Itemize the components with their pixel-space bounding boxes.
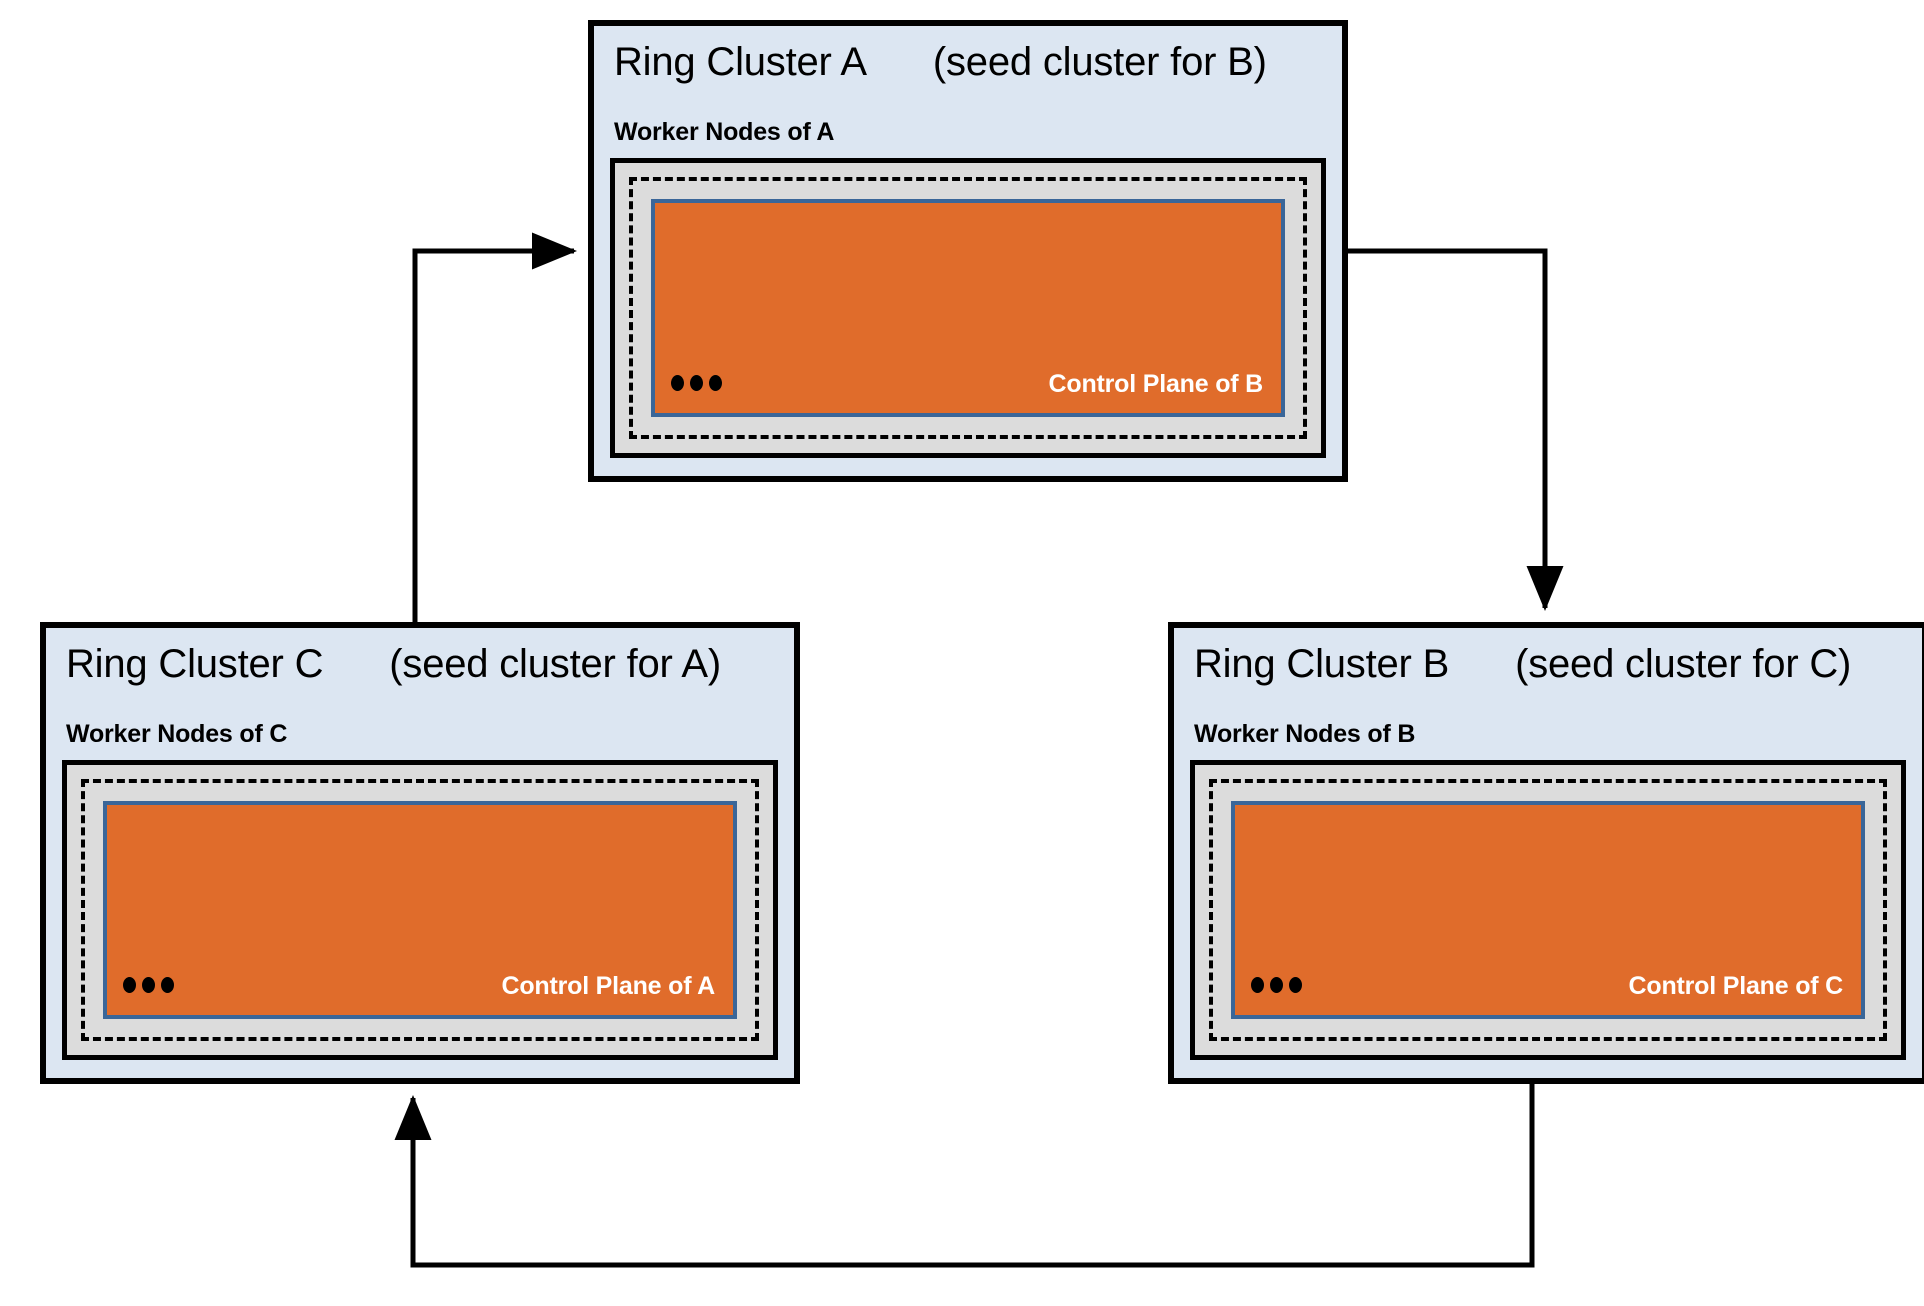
cluster-c-dashed-boundary: Control Plane of A — [81, 779, 759, 1041]
ring-cluster-b[interactable]: Ring Cluster B (seed cluster for C) Work… — [1168, 622, 1924, 1084]
cluster-a-name: Ring Cluster A — [614, 40, 867, 84]
cluster-a-control-plane-box[interactable]: Control Plane of B — [651, 199, 1285, 417]
cluster-a-control-plane-label: Control Plane of B — [1048, 370, 1264, 398]
cluster-b-control-plane-box[interactable]: Control Plane of C — [1231, 801, 1865, 1019]
cluster-b-control-plane-label: Control Plane of C — [1628, 972, 1844, 1000]
cluster-c-name: Ring Cluster C — [66, 642, 324, 686]
cluster-c-ellipsis-icon — [123, 977, 174, 993]
cluster-c-worker-nodes-label: Worker Nodes of C — [66, 720, 288, 748]
cluster-b-seed-note: (seed cluster for C) — [1515, 642, 1852, 686]
ring-cluster-a[interactable]: Ring Cluster A (seed cluster for B) Work… — [588, 20, 1348, 482]
cluster-b-title: Ring Cluster B (seed cluster for C) — [1194, 642, 1912, 687]
cluster-a-seed-note: (seed cluster for B) — [932, 40, 1267, 84]
cluster-b-ellipsis-icon — [1251, 977, 1302, 993]
cluster-a-worker-nodes-box: Control Plane of B — [610, 158, 1326, 458]
ring-cluster-c[interactable]: Ring Cluster C (seed cluster for A) Work… — [40, 622, 800, 1084]
cluster-c-title: Ring Cluster C (seed cluster for A) — [66, 642, 784, 687]
cluster-b-worker-nodes-label: Worker Nodes of B — [1194, 720, 1416, 748]
cluster-a-dashed-boundary: Control Plane of B — [629, 177, 1307, 439]
cluster-c-control-plane-label: Control Plane of A — [501, 972, 715, 1000]
connector-c-to-a — [412, 232, 578, 622]
connector-b-to-c — [394, 1084, 1535, 1268]
cluster-b-name: Ring Cluster B — [1194, 642, 1450, 686]
cluster-a-title: Ring Cluster A (seed cluster for B) — [614, 40, 1332, 85]
cluster-a-ellipsis-icon — [671, 375, 722, 391]
cluster-c-seed-note: (seed cluster for A) — [389, 642, 721, 686]
cluster-c-control-plane-box[interactable]: Control Plane of A — [103, 801, 737, 1019]
connector-a-to-b — [1348, 248, 1564, 612]
cluster-b-worker-nodes-box: Control Plane of C — [1190, 760, 1906, 1060]
cluster-c-worker-nodes-box: Control Plane of A — [62, 760, 778, 1060]
cluster-b-dashed-boundary: Control Plane of C — [1209, 779, 1887, 1041]
cluster-a-worker-nodes-label: Worker Nodes of A — [614, 118, 835, 146]
